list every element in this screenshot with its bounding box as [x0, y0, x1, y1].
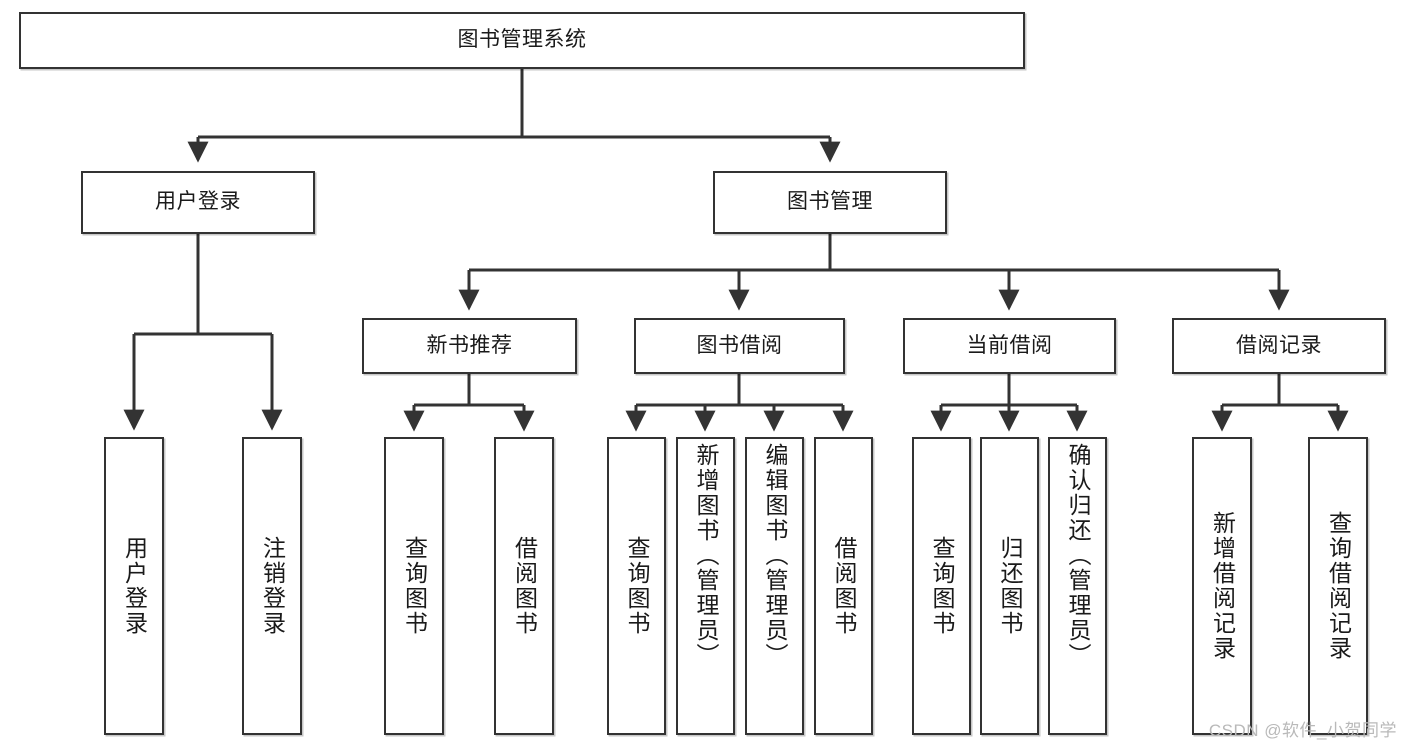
node-leaf-query-borrow-record[interactable]: 查询借阅记录	[1308, 437, 1368, 735]
node-leaf-query-book-1[interactable]: 查询图书	[384, 437, 444, 735]
node-leaf-query-borrow-record-label: 查询借阅记录	[1325, 511, 1352, 661]
node-leaf-edit-book-admin-label: 编辑图书（管理员）	[762, 443, 788, 668]
node-leaf-return-book[interactable]: 归还图书	[980, 437, 1039, 735]
node-user-login-label: 用户登录	[155, 190, 241, 214]
node-book-borrow-label: 图书借阅	[696, 333, 783, 357]
node-book-borrow[interactable]: 图书借阅	[634, 318, 845, 374]
node-leaf-add-book-admin[interactable]: 新增图书（管理员）	[676, 437, 735, 735]
node-book-manage[interactable]: 图书管理	[713, 171, 947, 234]
node-leaf-query-book-2-label: 查询图书	[624, 536, 650, 636]
node-leaf-edit-book-admin[interactable]: 编辑图书（管理员）	[745, 437, 804, 735]
node-leaf-logout[interactable]: 注销登录	[242, 437, 302, 735]
node-leaf-borrow-book-2-label: 借阅图书	[831, 536, 857, 636]
node-leaf-add-book-admin-label: 新增图书（管理员）	[693, 443, 719, 668]
node-leaf-query-book-2[interactable]: 查询图书	[607, 437, 666, 735]
node-book-manage-label: 图书管理	[787, 190, 873, 214]
node-borrow-record-label: 借阅记录	[1236, 333, 1322, 357]
node-user-login[interactable]: 用户登录	[81, 171, 315, 234]
node-leaf-query-book-1-label: 查询图书	[401, 536, 428, 636]
node-leaf-return-book-label: 归还图书	[997, 536, 1023, 636]
node-new-book-rec-label: 新书推荐	[426, 333, 513, 357]
watermark-text: CSDN @软件_小贺同学	[1208, 721, 1397, 740]
node-root-label: 图书管理系统	[457, 28, 587, 52]
node-leaf-confirm-return-admin-label: 确认归还（管理员）	[1065, 443, 1091, 668]
node-leaf-borrow-book-1[interactable]: 借阅图书	[494, 437, 554, 735]
node-leaf-logout-label: 注销登录	[259, 536, 286, 636]
node-leaf-user-login-label: 用户登录	[121, 536, 148, 636]
node-leaf-borrow-book-2[interactable]: 借阅图书	[814, 437, 873, 735]
node-borrow-record[interactable]: 借阅记录	[1172, 318, 1386, 374]
node-leaf-add-borrow-record[interactable]: 新增借阅记录	[1192, 437, 1252, 735]
node-current-borrow[interactable]: 当前借阅	[903, 318, 1116, 374]
node-root[interactable]: 图书管理系统	[19, 12, 1025, 69]
node-leaf-add-borrow-record-label: 新增借阅记录	[1209, 511, 1236, 661]
node-leaf-confirm-return-admin[interactable]: 确认归还（管理员）	[1048, 437, 1107, 735]
node-leaf-borrow-book-1-label: 借阅图书	[511, 536, 538, 636]
node-leaf-user-login[interactable]: 用户登录	[104, 437, 164, 735]
node-leaf-query-book-3-label: 查询图书	[929, 536, 955, 636]
node-new-book-rec[interactable]: 新书推荐	[362, 318, 577, 374]
node-leaf-query-book-3[interactable]: 查询图书	[912, 437, 971, 735]
node-current-borrow-label: 当前借阅	[966, 333, 1053, 357]
